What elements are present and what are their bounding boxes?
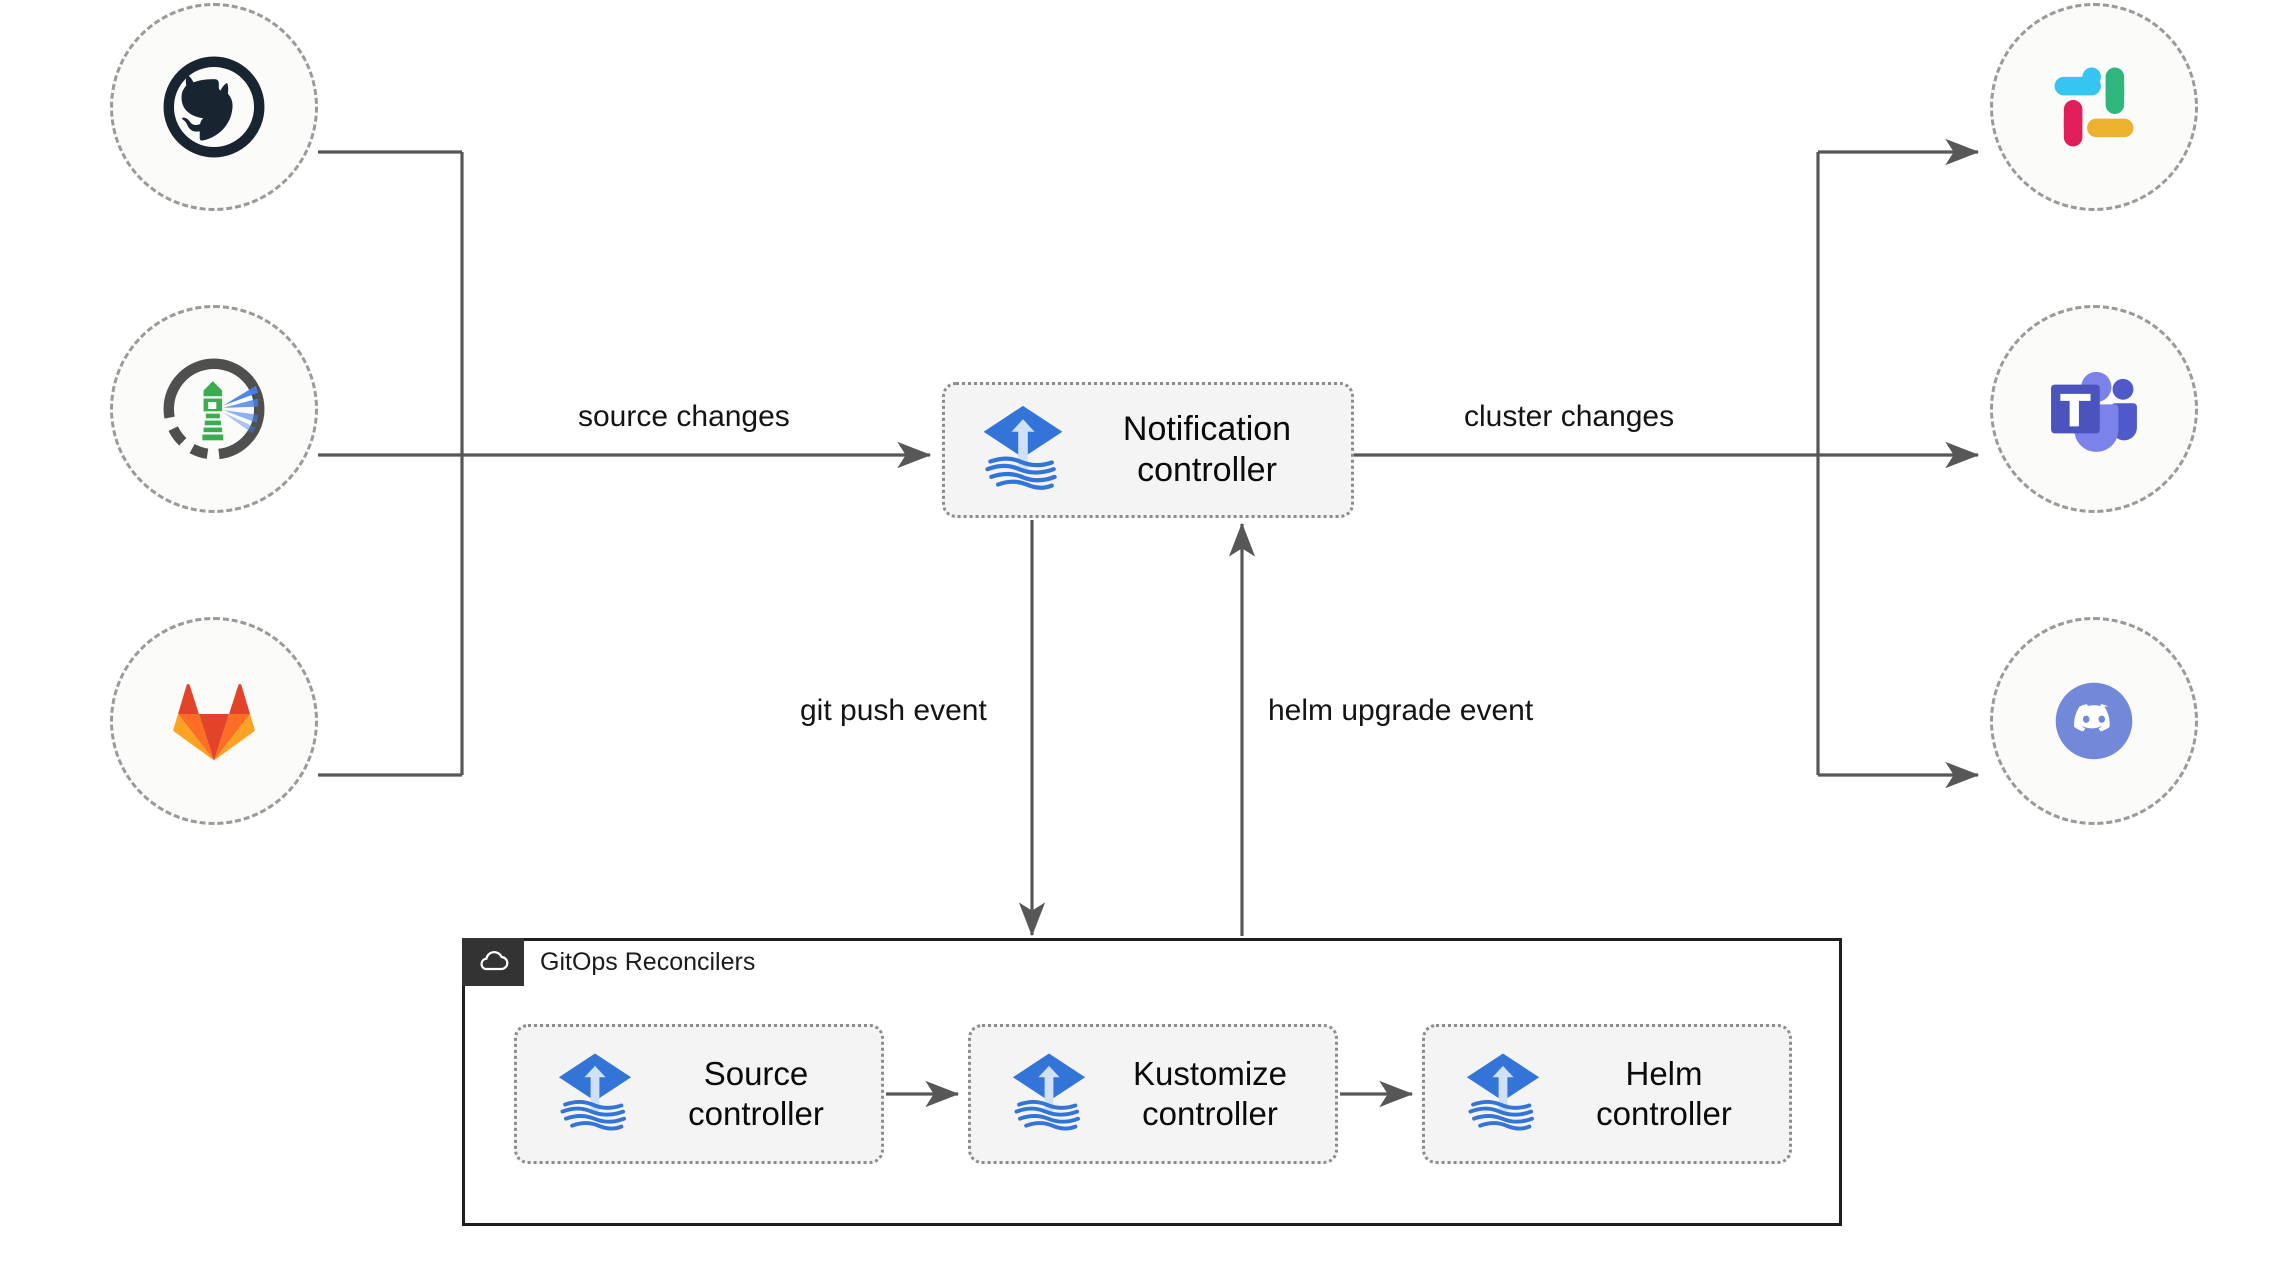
flux-icon xyxy=(1012,1053,1086,1131)
cloud-badge xyxy=(462,938,524,986)
notification-controller-label: Notification controller xyxy=(1122,409,1292,489)
flux-icon xyxy=(1466,1053,1540,1131)
source-controller-label: Source controller xyxy=(688,1054,824,1132)
kustomize-controller-node[interactable]: Kustomize controller xyxy=(968,1024,1338,1164)
flux-icon xyxy=(558,1053,632,1131)
flux-icon xyxy=(983,405,1063,490)
cloud-icon xyxy=(480,951,509,971)
kustomize-controller-label: Kustomize controller xyxy=(1132,1054,1288,1132)
source-node-gitlab[interactable] xyxy=(110,617,318,825)
helm-controller-label: Helm controller xyxy=(1596,1054,1732,1132)
edge-label-cluster-changes: cluster changes xyxy=(1464,400,1675,433)
gitops-reconcilers-group xyxy=(462,938,1842,1226)
gitops-reconcilers-header: GitOps Reconcilers xyxy=(462,938,755,986)
destination-node-discord[interactable] xyxy=(1990,617,2198,825)
flux-lighthouse-icon xyxy=(163,358,265,460)
destination-node-slack[interactable] xyxy=(1990,3,2198,211)
source-node-github[interactable] xyxy=(110,3,318,211)
gitlab-icon xyxy=(173,684,255,761)
helm-controller-node[interactable]: Helm controller xyxy=(1422,1024,1792,1164)
github-icon xyxy=(163,56,265,158)
notification-controller-node[interactable]: Notification controller xyxy=(942,382,1354,518)
discord-icon xyxy=(2055,682,2133,760)
edge-label-helm-upgrade-event: helm upgrade event xyxy=(1268,694,1534,727)
ms-teams-icon xyxy=(2051,371,2137,452)
edge-label-source-changes: source changes xyxy=(578,400,790,433)
source-node-flux[interactable] xyxy=(110,305,318,513)
slack-icon xyxy=(2054,67,2134,147)
destination-node-teams[interactable] xyxy=(1990,305,2198,513)
source-controller-node[interactable]: Source controller xyxy=(514,1024,884,1164)
gitops-reconcilers-title: GitOps Reconcilers xyxy=(540,947,756,976)
edge-label-git-push-event: git push event xyxy=(800,694,987,727)
